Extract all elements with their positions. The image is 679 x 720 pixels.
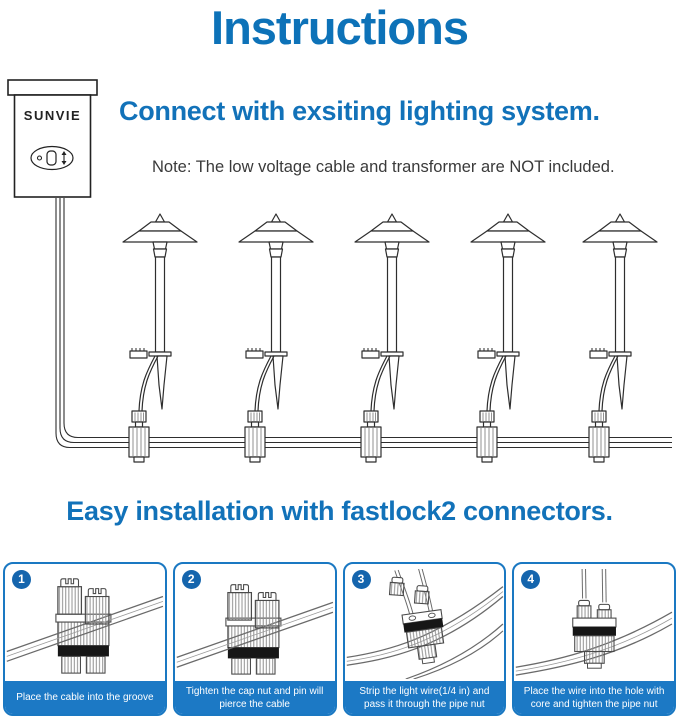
connector-illustration-step2 xyxy=(176,584,333,675)
connector-illustration-step1 xyxy=(6,578,164,674)
heading-easy-install: Easy installation with fastlock2 connect… xyxy=(66,496,613,526)
step-number-badge: 4 xyxy=(521,570,541,589)
step-number-badge: 3 xyxy=(351,570,371,589)
main-cable xyxy=(55,198,672,449)
step-caption: Place the cable into the groove xyxy=(5,681,165,714)
connector-illustration-step3 xyxy=(346,569,503,679)
step-caption: Place the wire into the hole with core a… xyxy=(514,681,674,714)
step-caption: Strip the light wire(1/4 in) and pass it… xyxy=(344,681,505,714)
pathway-light-illustration xyxy=(354,213,430,463)
transformer-illustration: SUNVIE xyxy=(7,79,98,198)
step-panel-2: 2 Tighten the cap nut and pin will pierc… xyxy=(172,562,337,716)
step-number-badge: 1 xyxy=(12,570,31,589)
heading-connect: Connect with exsiting lighting system. xyxy=(119,96,600,126)
note-text: Note: The low voltage cable and transfor… xyxy=(152,158,615,176)
connector-illustration-step4 xyxy=(515,569,673,676)
step-panel-4: 4 xyxy=(512,562,676,716)
step-number-badge: 2 xyxy=(181,570,201,589)
pathway-light-illustration xyxy=(470,213,546,463)
step-panel-1: 1 Place the cable into the groove xyxy=(3,562,167,716)
step-caption: Tighten the cap nut and pin will pierce … xyxy=(174,681,335,714)
power-button-icon xyxy=(30,145,74,171)
pathway-light-illustration xyxy=(582,213,658,463)
transformer-brand-label: SUNVIE xyxy=(24,108,81,123)
page-title: Instructions xyxy=(211,1,469,54)
lighting-diagram xyxy=(55,198,672,463)
step-panels: 1 Place the cable into the groove 2 xyxy=(3,562,676,716)
pathway-light-illustration xyxy=(122,213,198,463)
pathway-light-illustration xyxy=(238,213,314,463)
step-panel-3: 3 xyxy=(342,562,507,716)
